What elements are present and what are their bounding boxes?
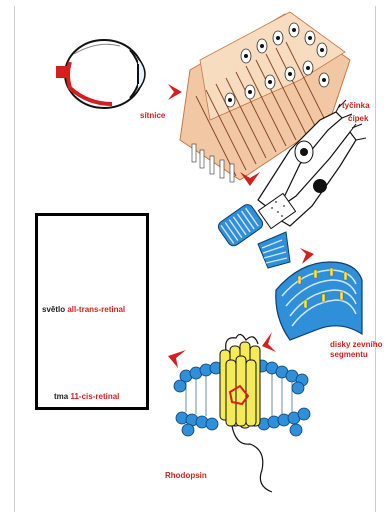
arrow-5 (168, 350, 186, 368)
label-disks-1: disky zevního (330, 340, 382, 349)
label-retina: sítnice (140, 111, 165, 120)
label-dark-form: 11-cis-retinal (70, 392, 119, 401)
arrow-3 (300, 248, 314, 264)
arrow-2 (240, 172, 260, 186)
label-rhodopsin: Rhodopsin (165, 471, 207, 480)
disk-stack (276, 262, 362, 340)
label-rod: tyčinka (342, 101, 370, 110)
label-cone: čípek (348, 114, 368, 123)
rod-outer-segment (216, 202, 265, 248)
arrow-1 (168, 84, 182, 100)
arrow-4 (262, 332, 276, 352)
label-light-word: světlo (42, 305, 65, 314)
retina-tissue (180, 12, 350, 182)
label-light-form: all-trans-retinal (67, 305, 125, 314)
cone-outer-segment (258, 232, 290, 268)
label-dark-word: tma (54, 392, 68, 401)
eye-icon (56, 40, 145, 108)
label-dark: tma 11-cis-retinal (54, 392, 119, 401)
rhodopsin-protein (174, 334, 310, 492)
label-disks-2: segmentu (330, 350, 368, 359)
label-light: světlo all-trans-retinal (42, 305, 125, 314)
